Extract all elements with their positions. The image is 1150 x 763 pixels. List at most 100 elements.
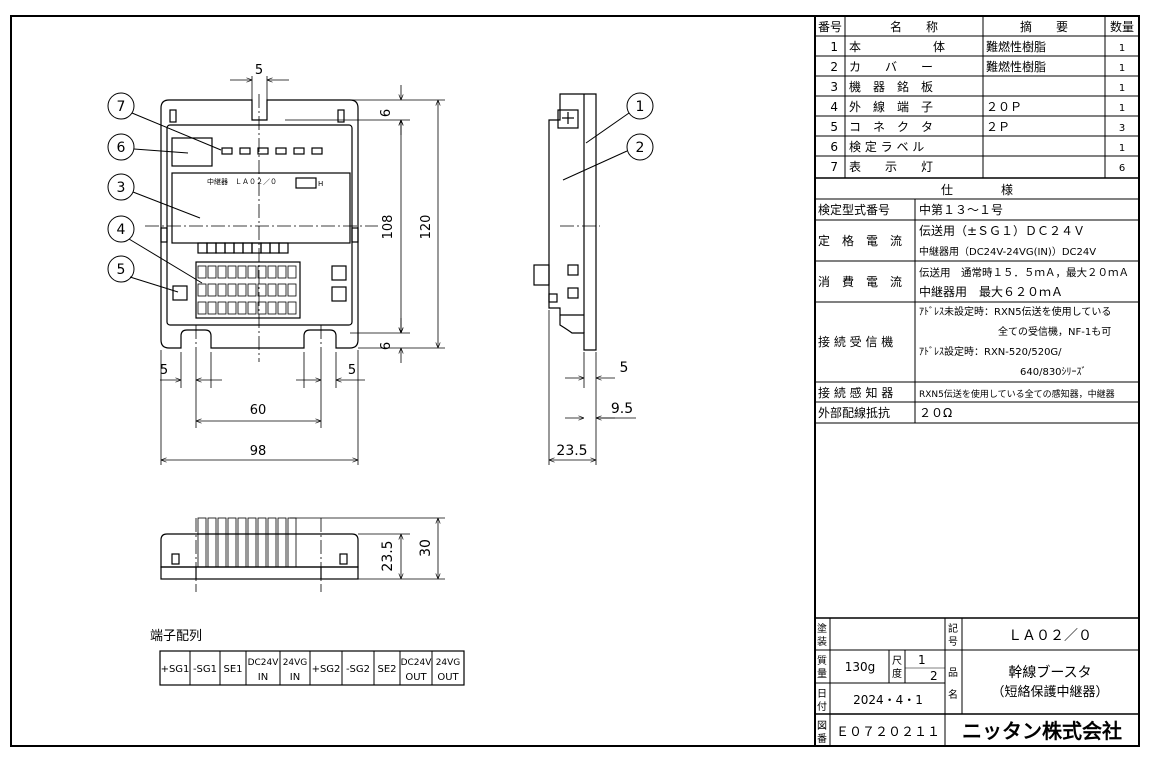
connector-right-top xyxy=(331,265,347,281)
part-no: 4 xyxy=(830,100,838,114)
spec-current-line1: 伝送用（±ＳＧ１）ＤＣ２４Ｖ xyxy=(919,223,1085,238)
dim-top-margin: 6 xyxy=(379,109,394,117)
terminal-pin xyxy=(217,517,227,535)
terminal-pin xyxy=(197,517,207,535)
terminal-screw xyxy=(247,301,257,315)
part-summary: 難燃性樹脂 xyxy=(986,39,1046,54)
mass-value: 130g xyxy=(845,660,876,674)
terminal-screw xyxy=(287,301,297,315)
dim-left-gap: 5 xyxy=(160,363,168,378)
dimension-values: 5 6 108 120 6 5 5 60 98 xyxy=(160,63,434,459)
dim-bottom-margin: 6 xyxy=(379,342,394,350)
terminal-screw xyxy=(277,265,287,279)
terminal-body xyxy=(267,533,277,568)
terminal-screw xyxy=(227,301,237,315)
terminal-label: SE2 xyxy=(377,664,396,675)
dim-bottom-depth: 23.5 xyxy=(380,540,396,571)
terminal-screw xyxy=(207,283,217,297)
terminal-screw xyxy=(267,265,277,279)
spec-receiver-line4: 640/830ｼﾘｰｽﾞ xyxy=(1020,366,1087,378)
bottom-body-outline xyxy=(160,533,359,568)
terminal-body xyxy=(217,533,227,568)
spec-detector-value: RXN5伝送を使用している全ての感知器，中継器 xyxy=(919,388,1115,400)
terminal-screw xyxy=(237,301,247,315)
paint-label-2: 装 xyxy=(817,635,827,648)
indicator-lights xyxy=(221,147,323,155)
terminal-label-bottom: IN xyxy=(290,672,300,683)
terminal-screw xyxy=(277,301,287,315)
spec-consumption-label: 消 費 電 流 xyxy=(818,274,902,289)
part-qty: 1 xyxy=(1119,63,1125,74)
connector-right-bottom xyxy=(331,286,347,302)
spec-receiver-label: 接 続 受 信 機 xyxy=(818,334,893,349)
dim-right-gap: 5 xyxy=(348,363,356,378)
nameplate-badge xyxy=(295,177,317,189)
terminal-pin xyxy=(247,517,257,535)
terminal-screw xyxy=(257,265,267,279)
part-no: 7 xyxy=(830,160,838,174)
spec-text: 仕 様 検定型式番号 中第１３～１号 定 格 電 流 伝送用（±ＳＧ１）ＤＣ２４… xyxy=(818,183,1129,420)
terminal-body xyxy=(197,533,207,568)
bottom-dimension-values: 23.5 30 xyxy=(380,539,434,572)
spec-resistance-label: 外部配線抵抗 xyxy=(818,405,890,420)
terminal-screw xyxy=(197,283,207,297)
terminal-cell: SE2 xyxy=(373,651,397,685)
part-qty: 1 xyxy=(1119,43,1125,54)
terminal-screw xyxy=(237,265,247,279)
nameplate-text: 中継器 ＬＡ０２／０ xyxy=(207,177,277,186)
terminal-screw xyxy=(237,283,247,297)
terminal-label-top: DC24V xyxy=(248,658,280,668)
terminal-pin xyxy=(237,517,247,535)
title-block-text: 塗 装 記 号 ＬＡ０２／０ 質 量 130g 尺 度 1 2 品 名 幹線ブー… xyxy=(817,622,1122,745)
part-no: 5 xyxy=(830,120,838,134)
drawing-label-2: 番 xyxy=(817,733,827,745)
scale-label-1: 尺 xyxy=(892,655,902,667)
nameplate-badge-text: H xyxy=(318,180,323,188)
part-qty: 6 xyxy=(1119,163,1125,174)
part-name: 外 線 端 子 xyxy=(849,99,933,114)
front-inner-panel xyxy=(166,124,353,326)
part-summary: ２０Ｐ xyxy=(986,100,1022,114)
callout-2: 2 xyxy=(636,140,645,156)
part-name: 本 体 xyxy=(849,40,945,54)
terminal-label: +SG1 xyxy=(161,664,190,675)
terminal-body xyxy=(257,533,267,568)
dim-side-inset: 9.5 xyxy=(611,401,633,417)
spec-receiver-line3: ｱﾄﾞﾚｽ設定時：RXN-520/520G/ xyxy=(919,345,1062,358)
part-qty: 3 xyxy=(1119,123,1125,134)
product-sub: （短絡保護中継器） xyxy=(991,684,1108,700)
part-qty: 1 xyxy=(1119,83,1125,94)
terminal-screw xyxy=(257,301,267,315)
terminal-body xyxy=(277,533,287,568)
terminal-pin xyxy=(277,517,287,535)
part-no: 3 xyxy=(830,80,838,94)
terminal-body xyxy=(237,533,247,568)
dim-top-gap: 5 xyxy=(255,63,263,78)
spec-consumption-line1: 伝送用 通常時１５．５ｍＡ，最大２０ｍＡ xyxy=(919,266,1129,279)
terminal-body xyxy=(207,533,217,568)
front-terminals xyxy=(197,265,297,315)
terminal-screw xyxy=(247,283,257,297)
terminal-screw xyxy=(287,283,297,297)
terminal-screw xyxy=(257,283,267,297)
mark-label-2: 号 xyxy=(948,636,958,648)
terminal-label-bottom: OUT xyxy=(405,672,427,683)
terminal-cell: SE1 xyxy=(219,651,243,685)
spec-model-label: 検定型式番号 xyxy=(818,202,890,217)
scale-den: 2 xyxy=(930,669,938,683)
terminal-screw xyxy=(207,301,217,315)
callout-1: 1 xyxy=(636,99,645,115)
dim-outer-height: 120 xyxy=(419,215,434,240)
callout-7: 7 xyxy=(117,99,126,115)
terminal-screw xyxy=(227,283,237,297)
bottom-dimensions xyxy=(290,517,445,580)
dim-depth: 23.5 xyxy=(556,443,587,459)
terminal-label-bottom: OUT xyxy=(437,672,459,683)
product-name: 幹線ブースタ xyxy=(1008,664,1091,681)
terminal-label-top: 24VG xyxy=(283,658,308,668)
